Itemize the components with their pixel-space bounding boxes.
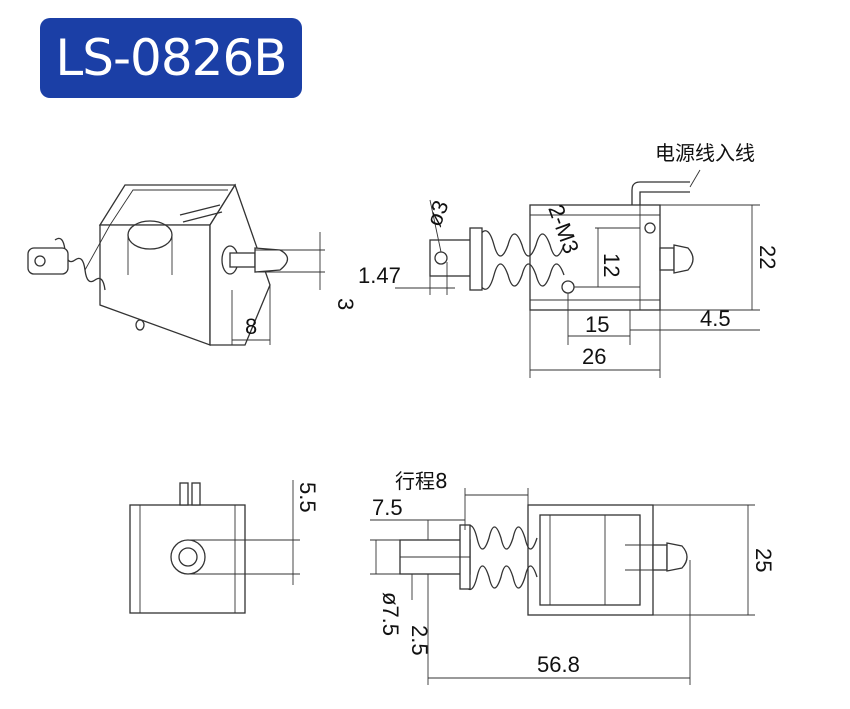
dim-26: 26 (582, 344, 606, 369)
dim-15: 15 (585, 312, 609, 337)
plunger-iso (27, 247, 69, 275)
frame-front (99, 224, 211, 346)
end-body (129, 504, 246, 614)
dim-5-5: 5.5 (295, 482, 320, 513)
dim-12: 12 (599, 253, 624, 277)
dim-3: 3 (333, 298, 358, 310)
label-stroke: 行程8 (395, 469, 448, 493)
label-wire-lead: 电源线入线 (655, 141, 755, 165)
dim-25: 25 (751, 548, 776, 572)
rear-nub (673, 244, 694, 274)
dim-2-5: 2.5 (407, 625, 432, 656)
section-frame (527, 504, 654, 616)
label-dia3: ø3 (421, 197, 453, 230)
model-badge: LS-0826B (40, 18, 302, 98)
dim-8: 8 (245, 314, 257, 339)
rear-cap (254, 247, 289, 273)
section-rear-nub (666, 542, 688, 572)
dim-56-8: 56.8 (537, 652, 580, 677)
dim-4-5: 4.5 (700, 306, 731, 331)
end-view: 5.5 (129, 480, 320, 614)
wires (179, 204, 223, 223)
spring-iso (54, 237, 106, 291)
dim-22: 22 (755, 245, 780, 269)
model-title: LS-0826B (55, 29, 287, 87)
dim-1-47: 1.47 (358, 263, 401, 288)
label-dia7-5: ø7.5 (378, 592, 403, 636)
section-view: 行程8 7.5 ø7.5 2.5 25 56.8 (370, 469, 776, 685)
wire-lead (631, 181, 690, 205)
end-boss-inner (178, 547, 198, 567)
side-view: 电源线入线 ø3 1.47 2-M3 12 22 (358, 141, 780, 378)
dim-7-5: 7.5 (372, 495, 403, 520)
mount-hole (135, 319, 145, 331)
side-body (529, 204, 661, 311)
spring-section (464, 524, 538, 550)
isometric-view: 8 3 (27, 183, 358, 346)
spring-side (479, 230, 565, 257)
